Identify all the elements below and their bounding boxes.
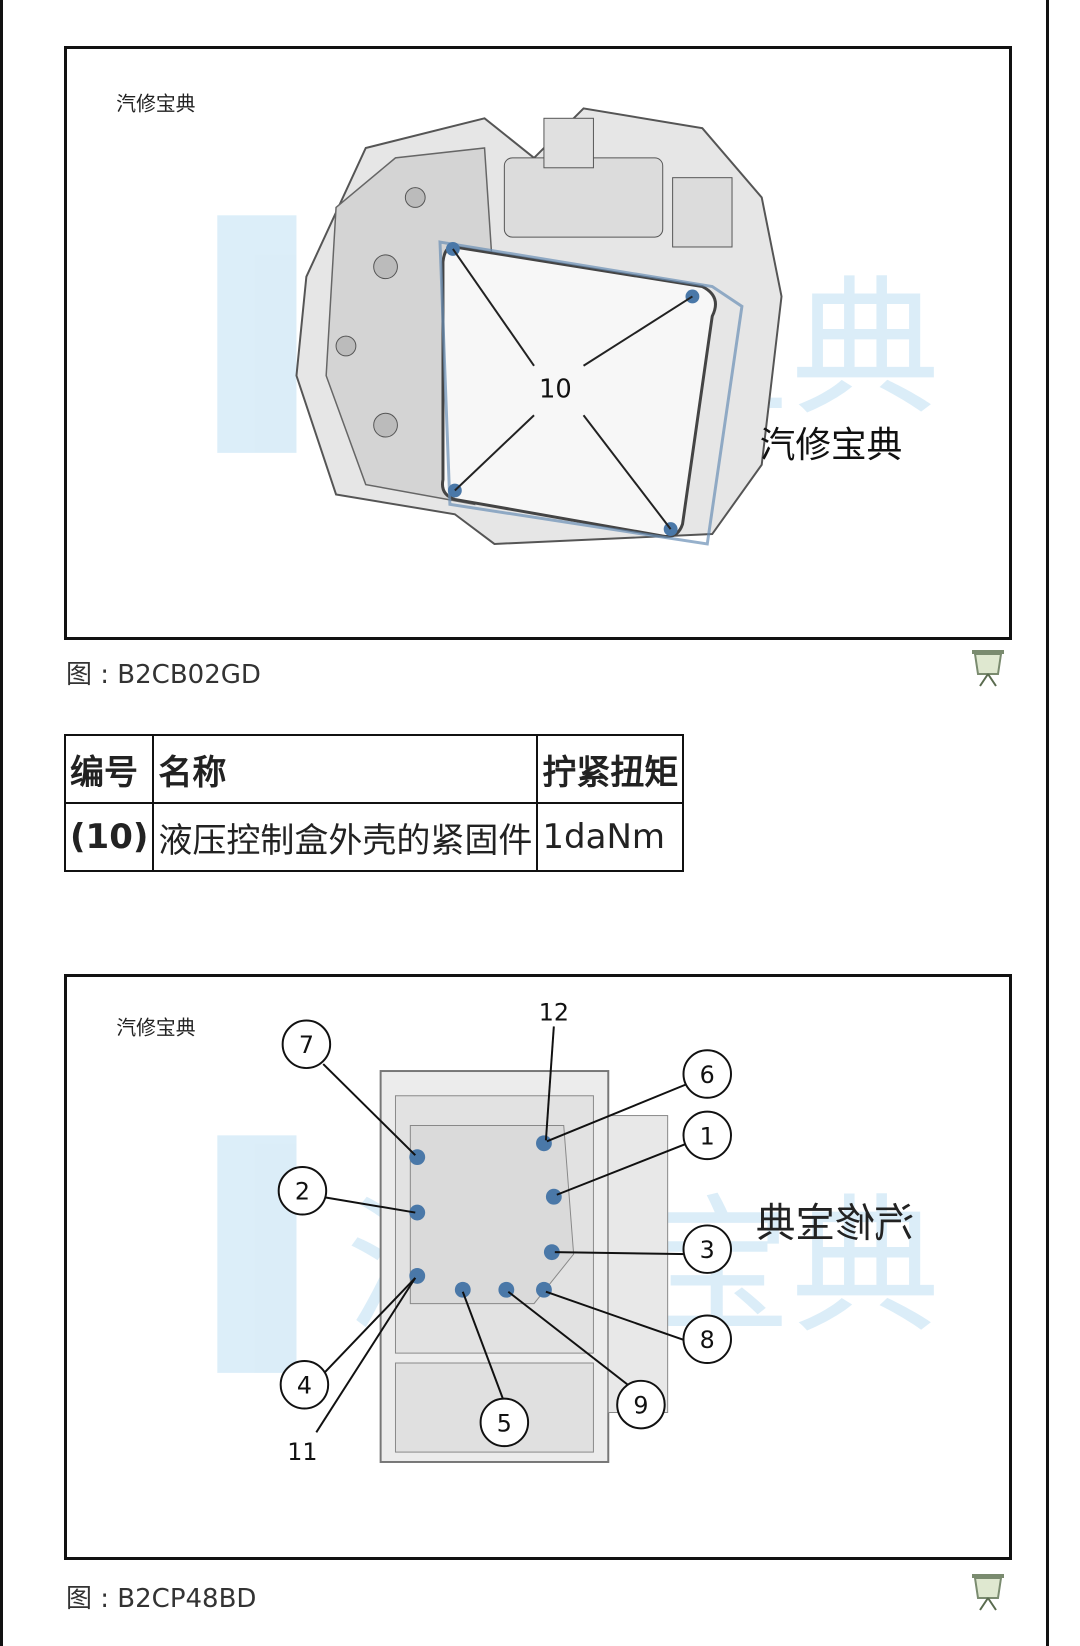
page-frame [0,0,1049,1646]
callout-2: 2 [295,1178,310,1206]
header-name: 名称 [152,734,539,804]
table-header-row: 编号 名称 拧紧扭矩 [63,734,685,804]
callout-10: 10 [539,374,572,404]
callout-4: 4 [297,1372,312,1400]
callout-5: 5 [497,1409,512,1437]
figure-transmission-housing: 汽修宝典 10 汽修宝典 汽修宝典 [64,46,1012,640]
table-row: (10) 液压控制盒外壳的紧固件 1daNm [63,802,685,872]
cell-torque: 1daNm [536,802,685,872]
callout-9: 9 [633,1391,648,1419]
callout-7: 7 [299,1031,314,1059]
figure-bolt-sequence: 汽修宝典 汽修宝典 [64,974,1012,1560]
torque-table: 编号 名称 拧紧扭矩 (10) 液压控制盒外壳的紧固件 1daNm [63,734,685,872]
callout-6: 6 [700,1061,715,1089]
watermark-mirrored: 汽修宝典 [756,1200,914,1246]
transmission-illustration: 汽修宝典 10 汽修宝典 汽修宝典 [116,92,940,546]
callout-3: 3 [700,1236,715,1264]
callout-1: 1 [700,1122,715,1150]
presentation-icon[interactable] [970,1572,1006,1612]
presentation-icon[interactable] [970,648,1006,688]
cell-name: 液压控制盒外壳的紧固件 [152,802,539,872]
cell-number: (10) [63,802,155,872]
callout-11: 11 [287,1438,317,1466]
callout-8: 8 [700,1326,715,1354]
figure-caption-2: 图 : B2CP48BD [66,1584,257,1614]
watermark-label: 汽修宝典 [760,425,903,466]
watermark-small-2: 汽修宝典 [116,1016,195,1039]
figure-caption-1: 图 : B2CB02GD [66,660,261,690]
callout-12: 12 [539,999,569,1027]
header-number: 编号 [63,734,155,804]
watermark-small: 汽修宝典 [116,92,195,115]
header-torque: 拧紧扭矩 [536,734,685,804]
bolt-sequence-illustration: 汽修宝典 汽修宝典 [116,999,939,1466]
